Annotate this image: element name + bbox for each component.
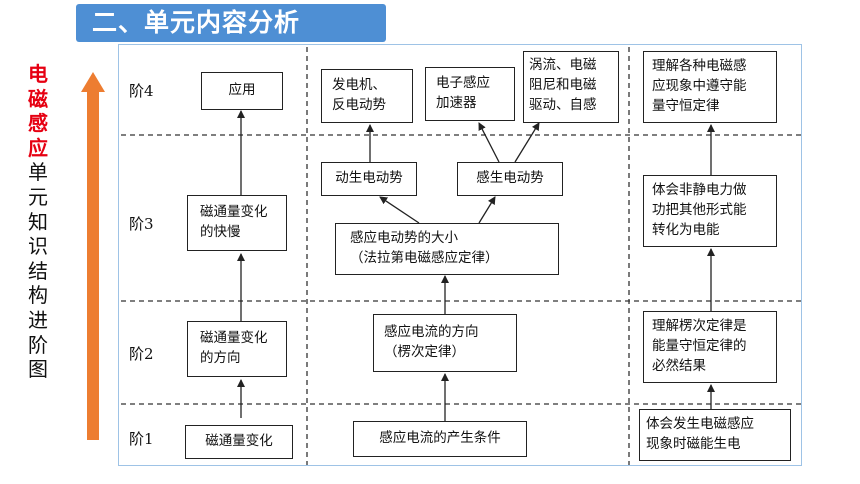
box-non-electrostatic-work: 体会非静电力做 功把其他形式能 转化为电能: [643, 175, 777, 247]
box-text: 磁通量变化: [205, 433, 273, 449]
diagram-lines: [121, 47, 801, 465]
box-text: 动生电动势: [335, 170, 403, 186]
arrows: [237, 110, 715, 421]
box-text-line2: 的方向: [200, 350, 241, 366]
box-text-line1: 体会发生电磁感应: [646, 416, 754, 432]
box-text: 感应电流的产生条件: [379, 430, 501, 446]
box-text-line1: 理解各种电磁感: [652, 58, 747, 74]
progression-arrow: [81, 72, 105, 440]
box-text-line3: 驱动、自感: [529, 97, 597, 113]
box-text-line1: 发电机、: [332, 77, 386, 93]
box-motional-emf: 动生电动势: [321, 162, 417, 196]
level-label-4: 阶4: [129, 82, 154, 100]
box-text: 感生电动势: [476, 170, 544, 186]
box-text-line2: 能量守恒定律的: [652, 338, 747, 354]
box-text-line1: 磁通量变化: [200, 330, 268, 346]
box-emf-magnitude: 感应电动势的大小 （法拉第电磁感应定律）: [335, 223, 559, 275]
box-magnetism-to-electricity: 体会发生电磁感应 现象时磁能生电: [639, 409, 791, 461]
box-text-line3: 必然结果: [652, 358, 706, 374]
column-dividers: [306, 47, 630, 465]
box-induced-emf: 感生电动势: [457, 162, 563, 196]
box-text-line1: 体会非静电力做: [652, 182, 747, 198]
box-flux-change-rate: 磁通量变化 的快慢: [187, 195, 287, 251]
box-text-line1: 涡流、电磁: [529, 57, 597, 73]
box-current-condition: 感应电流的产生条件: [353, 421, 527, 457]
box-application: 应用: [201, 72, 283, 110]
box-text-line2: 的快慢: [200, 224, 241, 240]
box-lenz-energy: 理解楞次定律是 能量守恒定律的 必然结果: [643, 311, 777, 383]
level-label-2: 阶2: [129, 345, 154, 363]
knowledge-structure-panel: 阶4 阶3 阶2 阶1 应用 磁通量变化 的快慢 磁通量变化 的方向 磁通量变化…: [118, 44, 802, 466]
box-flux-change-direction: 磁通量变化 的方向: [187, 321, 287, 377]
box-text-line2: 功把其他形式能: [652, 202, 747, 218]
box-energy-conservation: 理解各种电磁感 应现象中遵守能 量守恒定律: [643, 51, 777, 123]
box-text-line1: 感应电流的方向: [384, 324, 479, 340]
side-title-rest: 单元知识结构进阶图: [28, 160, 48, 382]
level-label-3: 阶3: [129, 215, 154, 233]
box-text-line2: （法拉第电磁感应定律）: [350, 250, 499, 266]
box-flux-change: 磁通量变化: [185, 425, 293, 459]
box-text-line1: 感应电动势的大小: [350, 230, 458, 246]
box-current-direction: 感应电流的方向 （楞次定律）: [373, 314, 517, 372]
box-text-line2: 应现象中遵守能: [652, 78, 747, 94]
box-text: 应用: [228, 82, 256, 98]
box-text-line2: （楞次定律）: [384, 344, 465, 360]
section-title: 二、单元内容分析: [92, 8, 301, 37]
box-text-line2: 阻尼和电磁: [529, 77, 597, 93]
box-betatron: 电子感应 加速器: [425, 67, 515, 121]
box-text-line3: 转化为电能: [652, 222, 720, 238]
box-text-line1: 磁通量变化: [200, 204, 268, 220]
box-text-line1: 理解楞次定律是: [652, 318, 747, 334]
box-text-line2: 现象时磁能生电: [646, 436, 741, 452]
box-eddy-current: 涡流、电磁 阻尼和电磁 驱动、自感: [523, 51, 619, 123]
box-text-line2: 反电动势: [332, 97, 386, 113]
box-text-line2: 加速器: [436, 95, 477, 111]
side-title-highlight: 电磁感应: [28, 62, 48, 160]
side-title: 电磁感应 单元知识结构进阶图: [24, 62, 52, 382]
box-generator: 发电机、 反电动势: [321, 69, 413, 123]
box-text-line1: 电子感应: [436, 75, 490, 91]
level-label-1: 阶1: [129, 430, 154, 448]
section-banner: 二、单元内容分析: [76, 4, 386, 42]
box-text-line3: 量守恒定律: [652, 98, 720, 114]
